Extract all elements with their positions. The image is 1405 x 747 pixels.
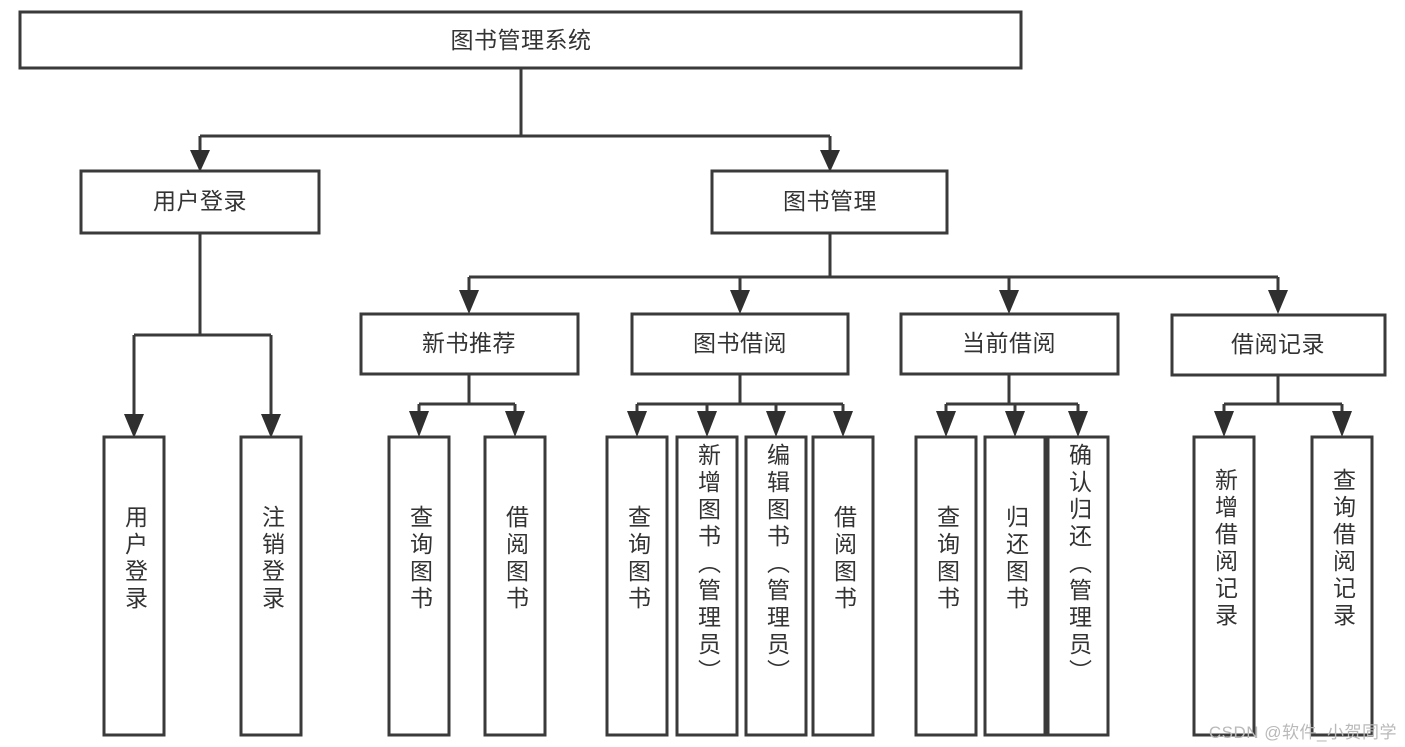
arrowhead-book-borrow <box>730 290 750 314</box>
arrowhead-current-borrow <box>999 290 1019 314</box>
arrowhead-leaf-logout-login <box>261 414 281 438</box>
node-root-box[interactable] <box>18 10 1023 70</box>
node-book-management[interactable]: 图书管理 <box>710 169 949 235</box>
node-user-login-label: 用户登录 <box>153 188 247 214</box>
node-borrow-record-box[interactable] <box>1170 313 1387 377</box>
node-book-borrow-label: 图书借阅 <box>693 330 787 356</box>
arrowhead-leaf-user-login <box>124 414 144 438</box>
arrowhead-book-management <box>820 150 840 172</box>
node-book-borrow-box[interactable] <box>630 312 850 376</box>
arrowhead-user-login <box>190 150 210 172</box>
node-root[interactable]: 图书管理系统 <box>18 10 1023 70</box>
leaf-borrow-book-2-box[interactable] <box>811 435 875 737</box>
leaf-query-book-2-box[interactable] <box>605 435 669 737</box>
arrowhead-leaf-query-book-1 <box>409 411 429 437</box>
node-user-login[interactable]: 用户登录 <box>79 169 321 235</box>
arrowhead-leaf-borrow-book-2 <box>833 411 853 437</box>
leaf-add-record-box[interactable] <box>1192 435 1256 737</box>
node-new-book-recommend-box[interactable] <box>359 312 580 376</box>
csdn-watermark: CSDN @软件_小贺同学 <box>1208 723 1397 742</box>
arrowhead-leaf-edit-book <box>766 411 786 437</box>
leaf-borrow-book-1-box[interactable] <box>483 435 547 737</box>
node-borrow-record-label: 借阅记录 <box>1231 331 1325 357</box>
node-current-borrow[interactable]: 当前借阅 <box>899 312 1120 376</box>
node-current-borrow-label: 当前借阅 <box>962 330 1056 356</box>
leaf-return-book-box[interactable] <box>983 435 1047 737</box>
arrowhead-leaf-add-record <box>1214 411 1234 437</box>
leaf-query-book-3-box[interactable] <box>914 435 978 737</box>
node-new-book-recommend[interactable]: 新书推荐 <box>359 312 580 376</box>
leaf-query-record-box[interactable] <box>1310 435 1374 737</box>
node-user-login-box[interactable] <box>79 169 321 235</box>
node-book-management-label: 图书管理 <box>783 188 877 214</box>
node-current-borrow-box[interactable] <box>899 312 1120 376</box>
node-root-label: 图书管理系统 <box>451 27 592 53</box>
arrowhead-leaf-query-book-3 <box>936 411 956 437</box>
arrowhead-borrow-record <box>1268 290 1288 314</box>
arrowhead-leaf-confirm-return <box>1068 411 1088 437</box>
leaf-boxes-layer <box>102 435 1374 737</box>
arrowhead-leaf-query-record <box>1332 411 1352 437</box>
leaf-edit-book-box[interactable] <box>744 435 808 737</box>
arrowhead-leaf-borrow-book-1 <box>505 411 525 437</box>
leaf-query-book-1-box[interactable] <box>387 435 451 737</box>
leaf-add-book-box[interactable] <box>675 435 739 737</box>
arrowhead-leaf-query-book-2 <box>627 411 647 437</box>
leaf-user-login-box[interactable] <box>102 435 166 737</box>
node-borrow-record[interactable]: 借阅记录 <box>1170 313 1387 377</box>
arrowhead-new-book-recommend <box>459 290 479 314</box>
node-new-book-recommend-label: 新书推荐 <box>422 330 516 356</box>
arrowhead-leaf-add-book <box>697 411 717 437</box>
arrowhead-leaf-return-book <box>1005 411 1025 437</box>
leaf-logout-login-box[interactable] <box>239 435 303 737</box>
connectors-layer <box>124 68 1352 438</box>
leaf-confirm-return-box[interactable] <box>1046 435 1110 737</box>
node-book-borrow[interactable]: 图书借阅 <box>630 312 850 376</box>
node-book-management-box[interactable] <box>710 169 949 235</box>
